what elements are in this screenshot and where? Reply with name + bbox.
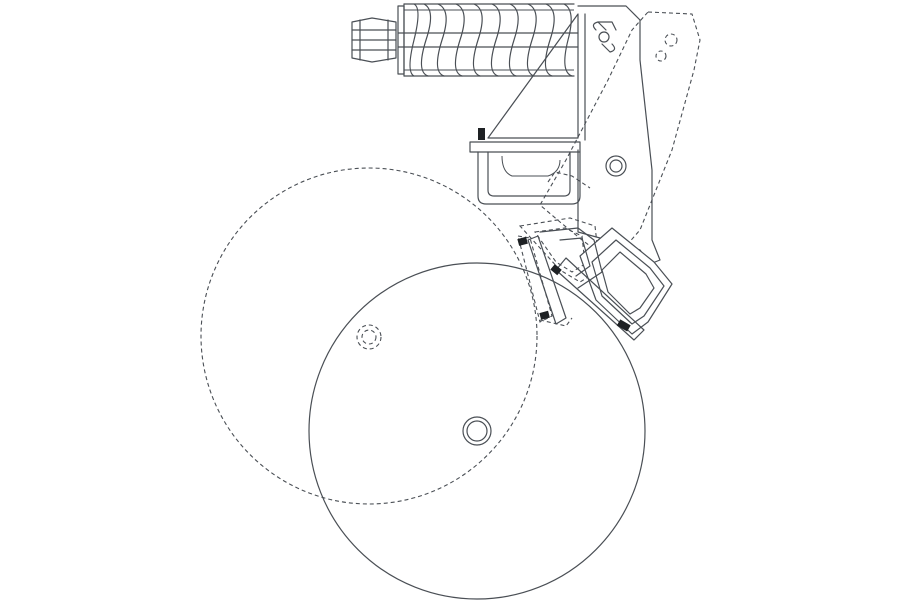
square-tube-clamp [555, 227, 673, 341]
disc-wheel-working-solid [308, 262, 646, 600]
bolt-heads [517, 236, 631, 332]
wheel-hub [462, 416, 492, 446]
hex-nut [351, 17, 397, 63]
disc-wheel-raised-dashed [200, 167, 538, 505]
compression-spring [397, 3, 579, 77]
u-bolt-brackets [527, 227, 603, 325]
mounting-bracket [469, 5, 661, 265]
wing-nut [592, 21, 617, 53]
